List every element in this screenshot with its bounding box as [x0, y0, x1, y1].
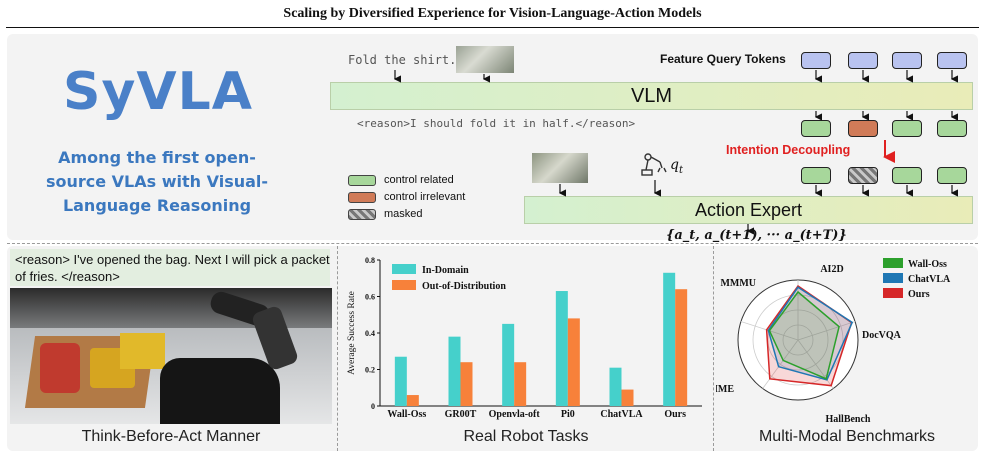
y-tick-label: 0.8 [365, 256, 375, 265]
query-token-3 [892, 52, 922, 69]
vlm-block: VLM [330, 82, 973, 110]
legend-swatch-control-irrelevant [348, 192, 376, 203]
radar-legend-swatch [883, 258, 903, 268]
reason-output: <reason>I should fold it in half.</reaso… [357, 117, 636, 130]
robot-photo [10, 288, 332, 424]
divider-left [337, 246, 338, 451]
radar-legend-swatch [883, 273, 903, 283]
caption-think-before-act: Think-Before-Act Manner [81, 428, 261, 445]
radar-series-wall-oss [768, 290, 840, 380]
legend-label-ood: Out-of-Distribution [422, 281, 506, 292]
ae-token-4 [937, 167, 967, 184]
x-tick-label: Ours [664, 409, 686, 420]
tagline-line-2: source VLAs with Visual- [45, 172, 269, 191]
bar-openvla-oft-in-domain [502, 323, 515, 406]
caption-multimodal: Multi-Modal Benchmarks [758, 428, 936, 445]
ae-token-2 [848, 167, 878, 184]
observation-image [532, 153, 588, 183]
x-tick-label: GR00T [445, 409, 477, 420]
radar-legend-label: Ours [908, 289, 930, 300]
bar-wall-oss-in-domain [394, 356, 407, 406]
x-tick-label: Wall-Oss [387, 409, 426, 420]
bar-gr00t-in-domain [448, 336, 461, 406]
feature-query-label: Feature Query Tokens [660, 52, 786, 66]
y-tick-label: 0.4 [365, 329, 375, 338]
action-expert-block: Action Expert [524, 196, 973, 224]
y-tick-label: 0.2 [365, 366, 375, 375]
radar-legend-label: ChatVLA [908, 274, 951, 285]
reason-box [10, 249, 330, 286]
q-label: qt [670, 157, 683, 176]
y-tick-label: 0.6 [365, 293, 375, 302]
legend-label-control-irrelevant: control irrelevant [384, 191, 466, 203]
query-token-4 [937, 52, 967, 69]
bar-pi0-ood [567, 318, 580, 406]
radar-axis-label: MMMU [720, 278, 756, 289]
radar-legend-label: Wall-Oss [908, 259, 947, 270]
tagline-line-3: Language Reasoning [62, 196, 252, 215]
x-tick-label: Pi0 [561, 409, 575, 420]
intention-decoupling-label: Intention Decoupling [726, 143, 851, 157]
q-sub: t [678, 164, 683, 176]
radar-legend-swatch [883, 288, 903, 298]
legend-swatch-ood [392, 280, 416, 290]
divider-right [713, 246, 714, 451]
robot-arm-icon [641, 153, 667, 176]
bar-chatvla-in-domain [609, 367, 622, 406]
radar-axis-label: HallBench [825, 414, 870, 425]
ae-token-1 [801, 167, 831, 184]
radar-axis-label: MME [716, 384, 734, 395]
paper-title: Scaling by Diversified Experience for Vi… [283, 6, 702, 21]
actions-label: {a_t, a_(t+1), ··· a_(t+T)} [666, 228, 847, 243]
shirt-image [456, 46, 514, 73]
query-token-1 [801, 52, 831, 69]
legend-swatch-masked [348, 209, 376, 220]
caption-real-robot: Real Robot Tasks [463, 428, 589, 445]
legend-label-control-related: control related [384, 174, 454, 186]
bar-openvla-oft-ood [514, 362, 527, 406]
bar-chatvla-ood [621, 389, 634, 406]
radar-spoke [797, 321, 856, 341]
legend-swatch-in-domain [392, 264, 416, 274]
y-tick-label: 0 [371, 402, 375, 411]
title-rule [6, 27, 979, 28]
instruction-text: Fold the shirt. [348, 53, 457, 67]
x-tick-label: Openvla-oft [489, 409, 541, 420]
legend-label-in-domain: In-Domain [422, 265, 469, 276]
tagline: Among the first open- source VLAs with V… [22, 146, 292, 218]
panel-divider [7, 243, 978, 244]
reason-text: <reason> I've opened the bag. Next I wil… [15, 252, 330, 284]
ae-token-3 [892, 167, 922, 184]
bar-gr00t-ood [460, 362, 473, 406]
bar-ours-in-domain [663, 272, 676, 406]
radar-axis-label: AI2D [820, 264, 843, 275]
benchmark-radar-chart: AI2D DocVQA HallBench MME MMMU Wall-OssChatVL… [716, 258, 951, 425]
y-axis-label: Average Success Rate [347, 291, 357, 375]
query-token-2 [848, 52, 878, 69]
logo-text: SyVLA [63, 62, 253, 122]
bar-ours-ood [675, 289, 688, 406]
legend-swatch-control-related [348, 175, 376, 186]
x-tick-label: ChatVLA [600, 409, 643, 420]
legend-label-masked: masked [384, 208, 423, 220]
bar-pi0-in-domain [555, 291, 568, 406]
radar-spoke [762, 339, 799, 389]
q-main: q [670, 157, 679, 173]
diagram-arrows [393, 70, 958, 235]
bar-wall-oss-ood [406, 395, 419, 406]
radar-axis-label: DocVQA [862, 330, 902, 341]
tagline-line-1: Among the first open- [58, 148, 256, 167]
